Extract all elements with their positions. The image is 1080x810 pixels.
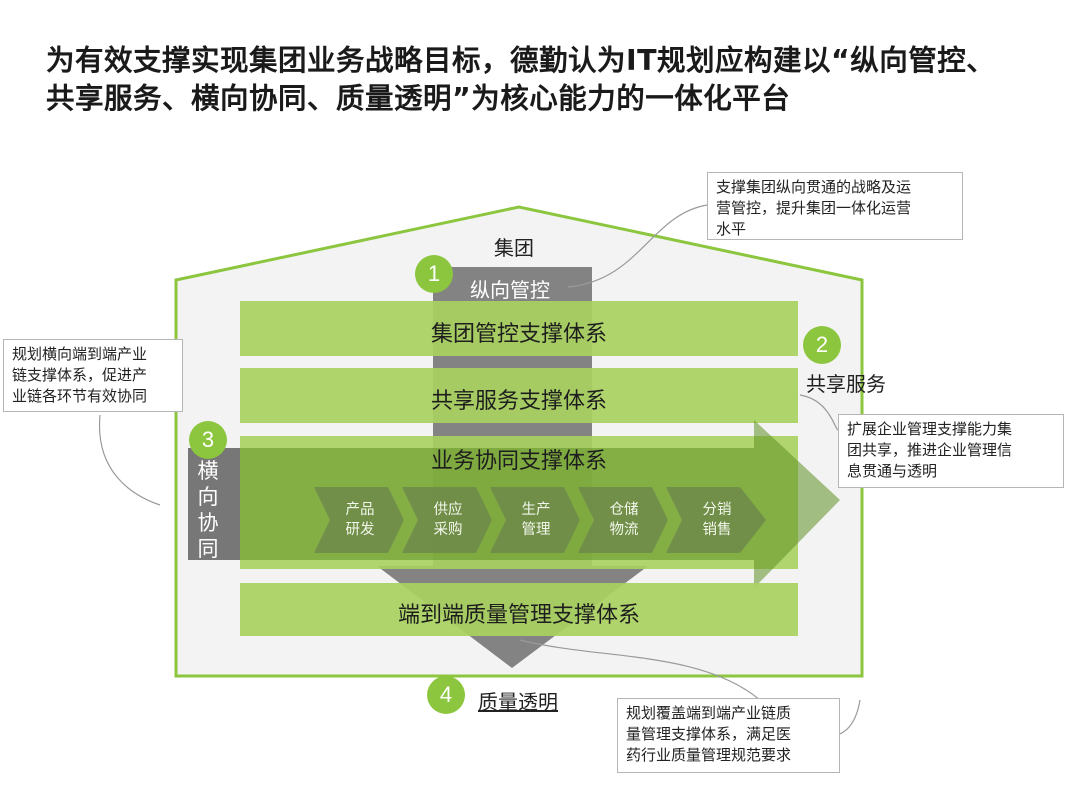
note-quality-line-1: 规划覆盖端到端产业链质 [626, 704, 792, 722]
connector-horizontal [98, 414, 161, 506]
note-vertical-control: 支撑集团纵向贯通的战略及运 营管控，提升集团一体化运营 水平 [707, 172, 963, 240]
pillar-vertical-label: 纵向管控 [470, 278, 550, 302]
note-vertical-line-1: 支撑集团纵向贯通的战略及运 [716, 178, 912, 196]
note-quality-line-3: 药行业质量管理规范要求 [626, 746, 792, 764]
note-horizontal-line-1: 规划横向端到端产业 [12, 345, 148, 363]
step-logistics-line-2: 物流 [609, 522, 639, 538]
shared-service-bar-label: 共享服务支撑体系 [430, 389, 607, 414]
note-shared-line-3: 息贯通与透明 [847, 462, 938, 480]
step-procurement: 供应 采购 [418, 500, 478, 540]
group-roof-label: 集团 [494, 236, 534, 260]
note-vertical-line-3: 水平 [716, 220, 747, 238]
page-title: 为有效支撑实现集团业务战略目标，德勤认为IT规划应构建以“纵向管控、 共享服务、… [46, 42, 1056, 118]
pillar-horizontal-char-2: 向 [197, 485, 219, 509]
step-rd-line-1: 产品 [345, 502, 375, 518]
step-sales-line-1: 分销 [702, 502, 732, 518]
badge-2: 2 [803, 326, 841, 364]
badge-3: 3 [189, 421, 227, 459]
horizontal-arrow-base [188, 448, 240, 560]
step-procurement-line-2: 采购 [433, 522, 463, 538]
step-production: 生产 管理 [506, 500, 566, 540]
note-horizontal-line-3: 业链各环节有效协同 [12, 387, 148, 405]
note-shared-line-2: 团共享，推进企业管理信 [847, 441, 1013, 459]
connector-vertical [567, 204, 708, 288]
group-control-bar [240, 301, 798, 356]
pillar-horizontal-char-4: 同 [197, 537, 219, 561]
pillar-shared-label: 共享服务 [806, 372, 886, 396]
note-quality: 规划覆盖端到端产业链质 量管理支撑体系，满足医 药行业质量管理规范要求 [617, 698, 840, 773]
badge-4: 4 [427, 676, 465, 714]
quality-bar-label: 端到端质量管理支撑体系 [397, 603, 640, 628]
step-production-line-2: 管理 [521, 522, 551, 538]
pillar-horizontal-char-1: 横 [197, 459, 219, 483]
step-logistics: 仓储 物流 [594, 500, 654, 540]
business-collab-bar-label: 业务协同支撑体系 [430, 449, 607, 474]
step-production-line-1: 生产 [521, 502, 551, 518]
chevron-rd [314, 487, 404, 553]
step-sales-line-2: 销售 [702, 522, 732, 538]
shared-service-bar [240, 368, 798, 423]
pillar-horizontal-char-3: 协 [197, 511, 219, 535]
title-line-2: 共享服务、横向协同、质量透明”为核心能力的一体化平台 [46, 82, 791, 115]
step-logistics-line-1: 仓储 [609, 502, 639, 518]
value-chain [314, 487, 766, 553]
note-horizontal-line-2: 链支撑体系，促进产 [12, 366, 148, 384]
note-quality-line-2: 量管理支撑体系，满足医 [626, 725, 792, 743]
pillar-quality-label: 质量透明 [478, 690, 558, 714]
note-shared-line-1: 扩展企业管理支撑能力集 [847, 420, 1013, 438]
chevron-production [490, 487, 580, 553]
step-rd: 产品 研发 [330, 500, 390, 540]
quality-bar [240, 583, 798, 636]
badge-1: 1 [415, 255, 453, 293]
title-line-1: 为有效支撑实现集团业务战略目标，德勤认为IT规划应构建以“纵向管控、 [46, 44, 996, 77]
pillar-horizontal-label: 横 向 协 同 [189, 458, 227, 562]
note-shared-service: 扩展企业管理支撑能力集 团共享，推进企业管理信 息贯通与透明 [838, 414, 1064, 488]
chevron-sales [666, 487, 766, 553]
note-horizontal-collab: 规划横向端到端产业 链支撑体系，促进产 业链各环节有效协同 [3, 339, 183, 412]
group-control-bar-label: 集团管控支撑体系 [430, 322, 607, 347]
step-rd-line-2: 研发 [345, 522, 375, 538]
connector-shared [799, 394, 839, 431]
step-procurement-line-1: 供应 [433, 502, 463, 518]
note-vertical-line-2: 营管控，提升集团一体化运营 [716, 199, 912, 217]
chevron-logistics [578, 487, 668, 553]
step-sales: 分销 销售 [684, 500, 750, 540]
chevron-procurement [402, 487, 492, 553]
